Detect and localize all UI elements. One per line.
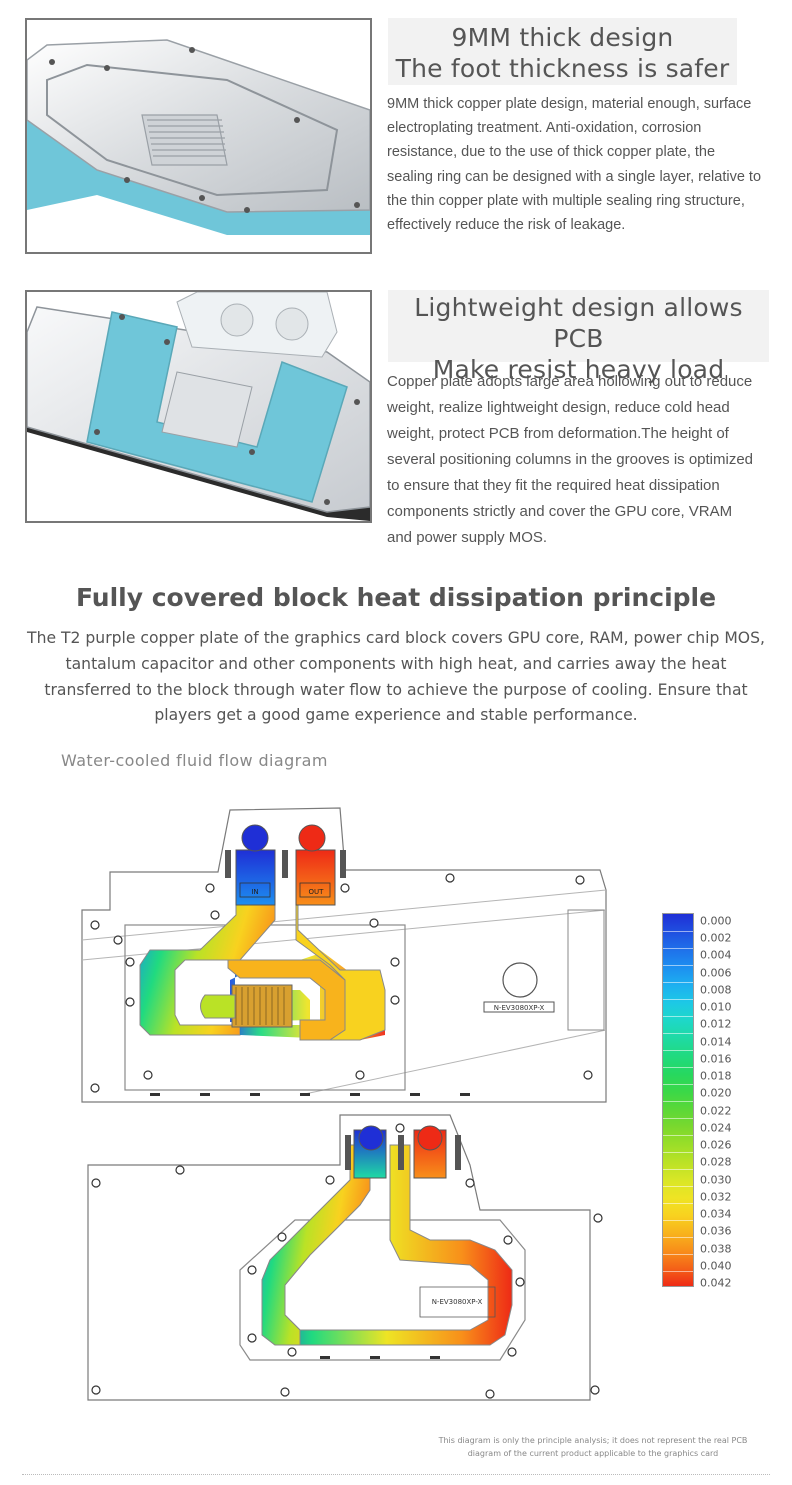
- legend-labels: 0.000 0.002 0.004 0.006 0.008 0.010 0.012 0.014…: [700, 913, 760, 1290]
- legend-separator: [663, 982, 693, 983]
- legend-separator: [663, 1135, 693, 1136]
- legend-label: 0.040: [700, 1259, 732, 1273]
- legend-label: 0.022: [700, 1104, 732, 1118]
- legend-separator: [663, 1220, 693, 1221]
- legend-separator: [663, 1152, 693, 1153]
- legend-separator: [663, 1084, 693, 1085]
- legend-label: 0.008: [700, 983, 732, 997]
- bottom-divider: [22, 1474, 770, 1475]
- legend-label: 0.010: [700, 1000, 732, 1014]
- disclaimer-line1: This diagram is only the principle analy…: [438, 1436, 748, 1445]
- legend-separator: [663, 931, 693, 932]
- legend-separator: [663, 999, 693, 1000]
- legend-label: 0.014: [700, 1035, 732, 1049]
- legend-label: 0.038: [700, 1242, 732, 1256]
- legend-separator: [663, 1271, 693, 1272]
- legend-separator: [663, 1237, 693, 1238]
- legend-label: 0.016: [700, 1052, 732, 1066]
- legend-label: 0.026: [700, 1138, 732, 1152]
- main-paragraph: The T2 purple copper plate of the graphi…: [27, 629, 765, 725]
- legend-separator: [663, 1101, 693, 1102]
- section1-description: 9MM thick copper plate design, material …: [387, 96, 762, 234]
- top-inlet-label: IN: [251, 888, 258, 896]
- legend-separator: [663, 1254, 693, 1255]
- legend-label: 0.030: [700, 1173, 732, 1187]
- legend-label: 0.018: [700, 1069, 732, 1083]
- legend-label: 0.032: [700, 1190, 732, 1204]
- legend-label: 0.024: [700, 1121, 732, 1135]
- legend-separator: [663, 1033, 693, 1034]
- legend-separator: [663, 1050, 693, 1051]
- flow-diagram-svg: N-EV3080XP-X IN OUT: [81, 807, 607, 1401]
- legend-separator: [663, 948, 693, 949]
- legend-separator: [663, 965, 693, 966]
- top-outlet-label: OUT: [309, 888, 325, 896]
- lightweight-block-illustration: [27, 292, 370, 521]
- legend-separator: [663, 1067, 693, 1068]
- legend-color-bar: [662, 913, 694, 1287]
- legend-separator: [663, 1016, 693, 1017]
- diagram-label: Water-cooled fluid flow diagram: [61, 751, 328, 770]
- thick-plate-illustration: [27, 20, 370, 252]
- legend-separator: [663, 1186, 693, 1187]
- flow-diagram: N-EV3080XP-X IN OUT: [0, 790, 792, 1430]
- legend-label: 0.042: [700, 1276, 732, 1290]
- legend-label: 0.020: [700, 1086, 732, 1100]
- section1-heading-line1: 9MM thick design: [451, 23, 674, 52]
- product-photo-thick-plate: [25, 18, 372, 254]
- legend-label: 0.002: [700, 931, 732, 945]
- legend-label: 0.006: [700, 966, 732, 980]
- legend-label: 0.028: [700, 1155, 732, 1169]
- section2-heading-line1: Lightweight design allows PCB: [414, 293, 743, 353]
- main-title: Fully covered block heat dissipation pri…: [75, 583, 717, 612]
- legend-label: 0.012: [700, 1017, 732, 1031]
- bottom-model-text: N-EV3080XP-X: [432, 1298, 483, 1306]
- disclaimer: This diagram is only the principle analy…: [408, 1434, 778, 1460]
- section2-heading: Lightweight design allows PCB Make resis…: [388, 290, 769, 384]
- legend-label: 0.034: [700, 1207, 732, 1221]
- legend-label: 0.000: [700, 914, 732, 928]
- legend-separator: [663, 1169, 693, 1170]
- section2-description: Copper plate adopts large area hollowing…: [387, 373, 754, 546]
- product-photo-lightweight-block: [25, 290, 372, 523]
- velocity-legend: 0.000 0.002 0.004 0.006 0.008 0.010 0.012 0.014…: [662, 913, 762, 1290]
- bottom-card-diagram: N-EV3080XP-X: [87, 1114, 603, 1401]
- section2-heading-line2: Make resist heavy load: [432, 355, 725, 384]
- legend-separator: [663, 1203, 693, 1204]
- top-card-diagram: N-EV3080XP-X IN OUT: [81, 807, 607, 1103]
- legend-separator: [663, 1118, 693, 1119]
- top-model-text: N-EV3080XP-X: [494, 1004, 545, 1012]
- legend-label: 0.004: [700, 948, 732, 962]
- disclaimer-line2: diagram of the current product applicabl…: [467, 1449, 719, 1458]
- legend-label: 0.036: [700, 1224, 732, 1238]
- section1-heading-line2: The foot thickness is safer: [395, 54, 730, 83]
- section1-heading: 9MM thick design The foot thickness is s…: [388, 18, 737, 85]
